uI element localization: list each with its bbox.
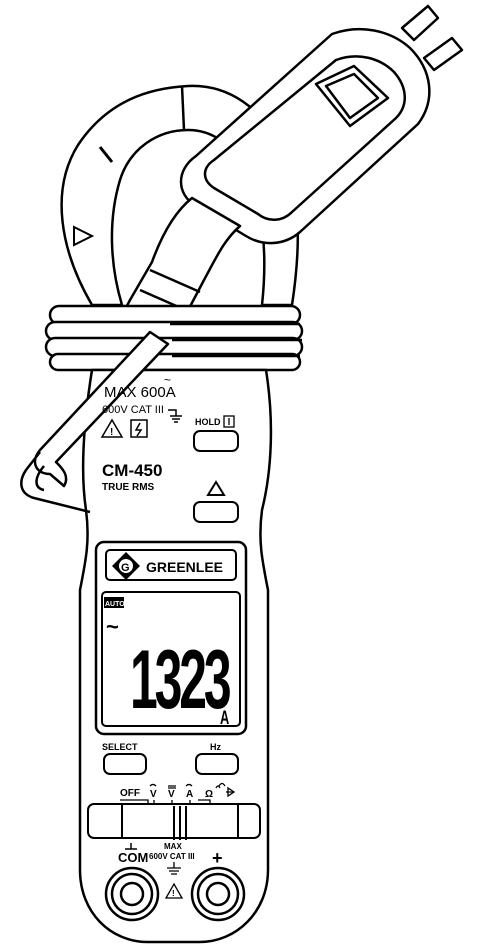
dial-position-ohm: Ω xyxy=(205,789,213,800)
dial-off-label: OFF xyxy=(120,788,140,799)
clamp-collar xyxy=(44,304,304,372)
dial-position-aac: A xyxy=(186,789,193,800)
plus-label: + xyxy=(212,848,223,868)
dial-position-vdc: V xyxy=(168,789,175,800)
jaw-direction-arrow-icon xyxy=(73,225,95,247)
hz-button-label: Hz xyxy=(210,742,221,752)
relative-delta-icon xyxy=(206,480,226,496)
positive-jack[interactable] xyxy=(190,866,246,922)
terminal-warning-icon: ! xyxy=(164,882,184,899)
hold-button-label: HOLD xyxy=(195,417,221,427)
select-button[interactable] xyxy=(103,753,147,775)
ground-symbol-icon xyxy=(168,409,182,423)
test-lead xyxy=(20,330,170,514)
com-label: COM xyxy=(118,850,148,865)
hz-button[interactable] xyxy=(195,753,239,775)
terminal-ground-icon xyxy=(167,862,181,875)
continuity-diode-icon xyxy=(215,782,236,798)
svg-text:!: ! xyxy=(110,427,113,438)
brand-logo-letter: G xyxy=(121,562,130,574)
brand-name: GREENLEE xyxy=(146,559,223,575)
warning-triangle-icon: ! xyxy=(100,418,124,438)
decimal-point xyxy=(188,700,193,706)
terminal-cat-label: 600V CAT III xyxy=(149,852,195,861)
lcd-unit: A xyxy=(220,708,229,729)
ac-indicator: ~ xyxy=(106,614,119,639)
com-ground-icon xyxy=(125,843,137,850)
hold-button[interactable] xyxy=(193,430,239,452)
relative-button[interactable] xyxy=(193,501,239,523)
max-rating-label: MAX 600A xyxy=(104,384,176,401)
svg-text:!: ! xyxy=(172,889,175,898)
model-subtitle: TRUE RMS xyxy=(102,482,155,493)
brand-plate xyxy=(105,549,237,581)
auto-range-label: AUTO xyxy=(105,601,125,608)
lcd-reading: 1323 xyxy=(130,633,230,726)
model-label: CM-450 xyxy=(102,461,162,480)
hold-icon xyxy=(223,415,235,428)
select-button-label: SELECT xyxy=(102,742,138,752)
com-jack[interactable] xyxy=(104,866,160,922)
max-rating-tilde-icon: ~ xyxy=(164,373,171,387)
dial-position-vac: V xyxy=(150,789,157,800)
lcd-screen[interactable] xyxy=(101,591,241,727)
terminal-max-label: MAX xyxy=(164,842,182,851)
cat-rating-label: 600V CAT III xyxy=(102,404,164,416)
auto-badge xyxy=(104,597,124,608)
greenlee-logo-icon xyxy=(112,552,140,580)
double-insulation-icon xyxy=(130,419,148,438)
rotary-switch-pointer xyxy=(173,806,187,840)
